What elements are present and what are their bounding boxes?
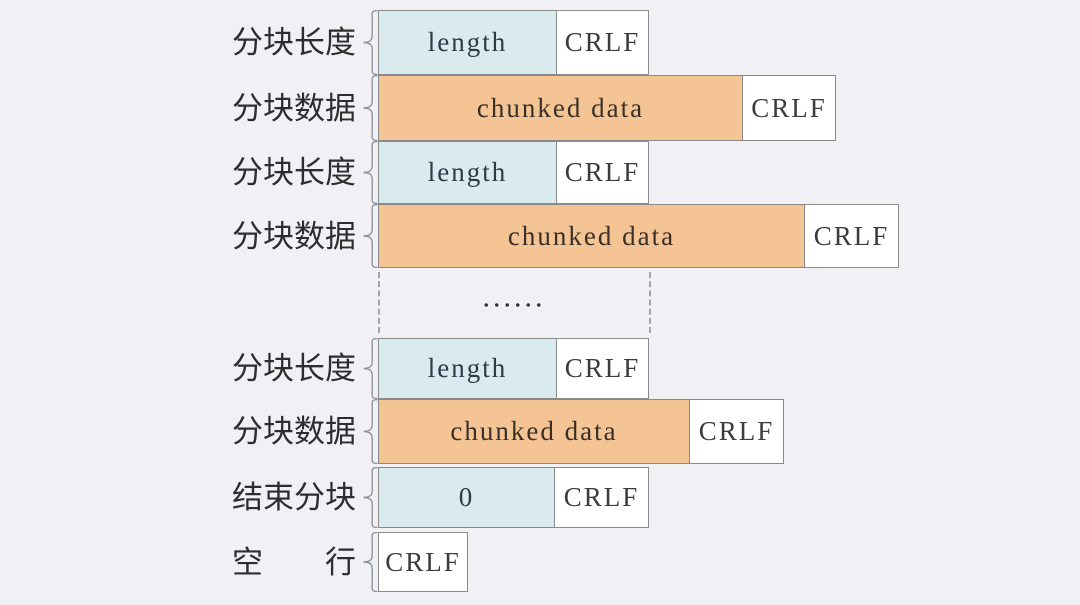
brace-icon [358,75,378,141]
brace-icon [358,532,378,592]
diagram-stack: 分块长度 length CRLF 分块数据 chunked data CRLF … [0,10,1080,592]
ellipsis-text: ...... [482,280,546,314]
row-boxes: CRLF [378,532,468,592]
row-label: 分块长度 [232,351,356,386]
crlf-cell: CRLF [556,338,649,399]
crlf-cell: CRLF [378,532,468,592]
brace-icon [358,399,378,464]
dashed-line-left [378,272,380,333]
chunked-data-cell: chunked data [378,75,743,141]
length-cell: length [378,338,557,399]
row-label: 结束分块 [232,480,356,515]
chunk-row-terminator: 结束分块 0 CRLF [0,467,1080,528]
brace-icon [358,10,378,75]
row-label: 分块数据 [232,414,356,449]
chunked-data-cell: chunked data [378,399,690,464]
length-cell: length [378,10,557,75]
row-boxes: 0 CRLF [378,467,649,528]
chunk-row-data-1: 分块数据 chunked data CRLF [0,75,1080,141]
crlf-cell: CRLF [689,399,784,464]
row-boxes: chunked data CRLF [378,75,836,141]
row-label: 分块数据 [232,218,356,254]
chunk-row-empty-line: 空 行 CRLF [0,532,1080,592]
chunked-data-cell: chunked data [378,204,805,268]
row-boxes: chunked data CRLF [378,399,784,464]
chunk-row-data-3: 分块数据 chunked data CRLF [0,399,1080,464]
length-cell: length [378,141,557,204]
chunk-row-length-2: 分块长度 length CRLF [0,141,1080,204]
row-label: 空 行 [232,544,356,580]
crlf-cell: CRLF [742,75,836,141]
brace-icon [358,338,378,399]
row-boxes: length CRLF [378,10,649,75]
row-label: 分块数据 [232,90,356,126]
chunk-row-length-3: 分块长度 length CRLF [0,338,1080,399]
brace-icon [358,204,378,268]
row-boxes: length CRLF [378,141,649,204]
omitted-chunks-gap: ...... [0,268,1080,338]
row-label: 分块长度 [232,25,356,60]
row-boxes: length CRLF [378,338,649,399]
brace-icon [358,467,378,528]
row-label: 分块长度 [232,155,356,190]
crlf-cell: CRLF [804,204,899,268]
chunk-row-data-2: 分块数据 chunked data CRLF [0,204,1080,268]
chunk-row-length-1: 分块长度 length CRLF [0,10,1080,75]
row-boxes: chunked data CRLF [378,204,899,268]
crlf-cell: CRLF [554,467,649,528]
crlf-cell: CRLF [556,10,649,75]
zero-length-cell: 0 [378,467,555,528]
crlf-cell: CRLF [556,141,649,204]
dashed-line-right [649,272,651,333]
brace-icon [358,141,378,204]
